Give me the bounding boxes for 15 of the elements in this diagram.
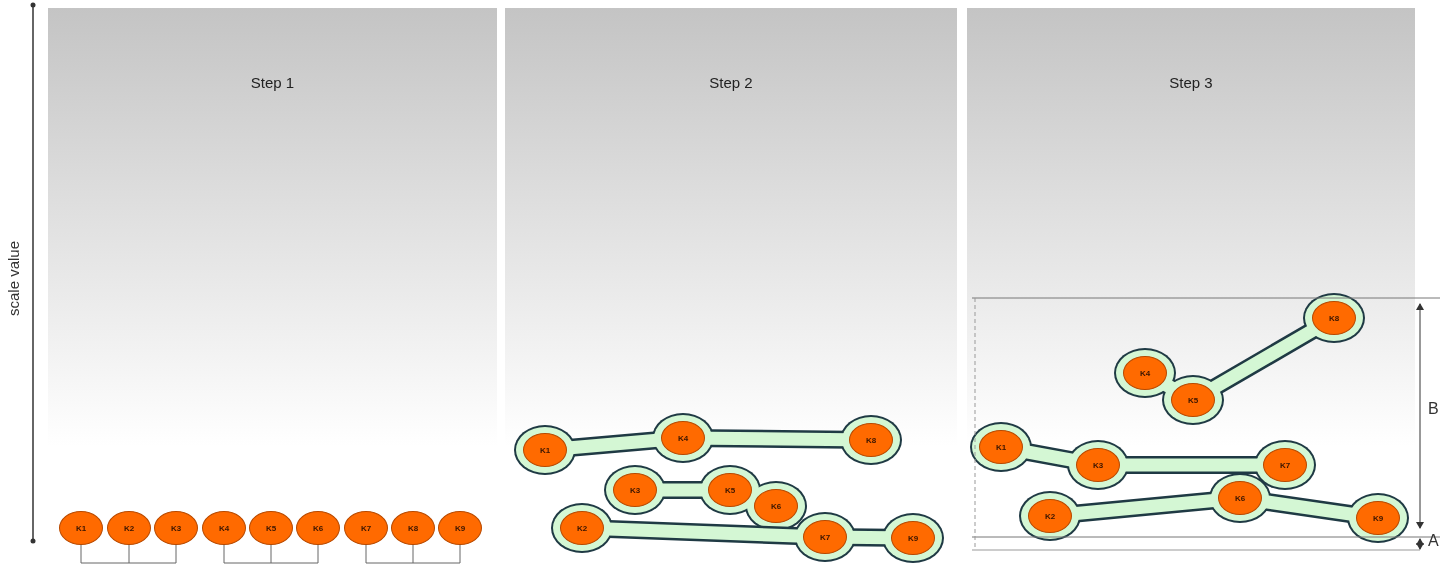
dimension-label: A [1428,532,1439,550]
axis-label: scale value [4,240,22,319]
item-circle: K9 [438,511,482,545]
item-circle: K2 [107,511,151,545]
item-circle: K6 [296,511,340,545]
item-circle: K7 [344,511,388,545]
item-circle: K1 [59,511,103,545]
step-title: Step 1 [249,74,296,91]
dimension-label: B [1428,400,1439,418]
step-title: Step 3 [1168,74,1214,91]
item-circle: K5 [249,511,293,545]
item-circle: K3 [154,511,198,545]
item-circle: K8 [391,511,435,545]
item-circle: K4 [202,511,246,545]
step-title: Step 2 [708,74,754,91]
